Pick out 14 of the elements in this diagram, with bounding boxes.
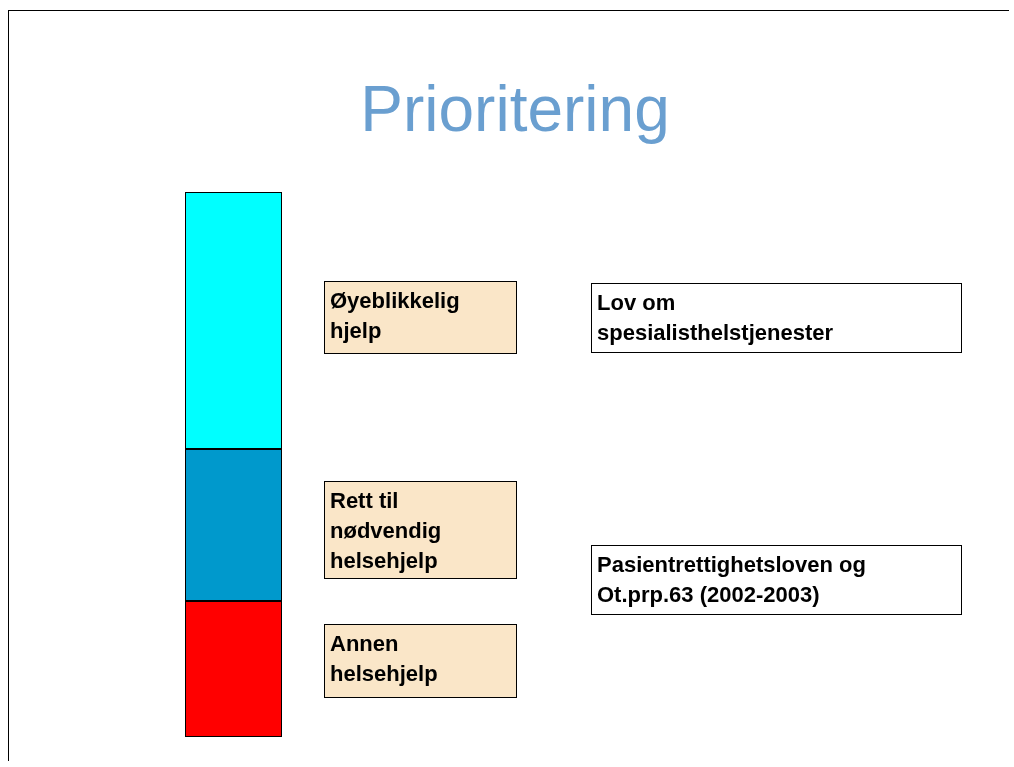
law-box bbox=[591, 283, 962, 353]
bar-segment bbox=[185, 192, 282, 449]
box-text: Rett til nødvendig helsehjelp bbox=[330, 487, 443, 575]
box-text: Pasientrettighetsloven og Ot.prp.63 (2002-2003) bbox=[597, 551, 867, 609]
box-text: Annen helsehjelp bbox=[330, 630, 439, 688]
box-text: Øyeblikkelig hjelp bbox=[330, 287, 461, 345]
box-text: Lov om spesialisthelstjenester bbox=[597, 289, 834, 347]
category-box bbox=[324, 481, 517, 579]
slide-title: Prioritering bbox=[359, 72, 671, 146]
bar-segment bbox=[185, 449, 282, 601]
bar-segment bbox=[185, 601, 282, 737]
category-box bbox=[324, 281, 517, 354]
category-box bbox=[324, 624, 517, 698]
law-box bbox=[591, 545, 962, 615]
